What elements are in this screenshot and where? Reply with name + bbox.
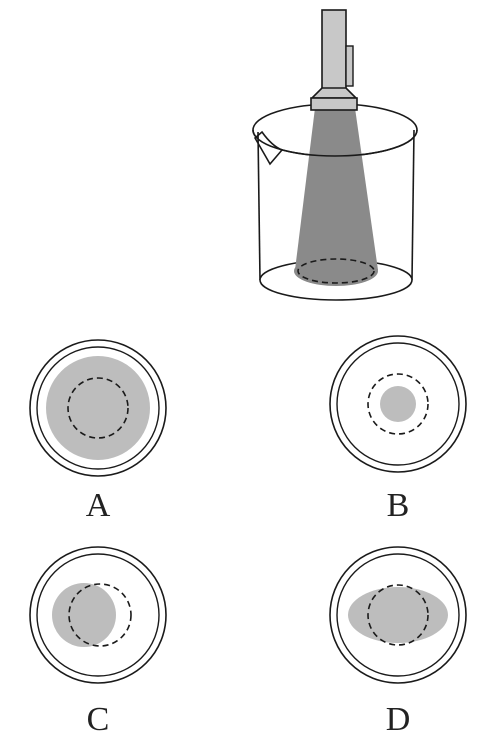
option-a-label: A bbox=[86, 487, 111, 524]
option-a-spot bbox=[46, 356, 150, 460]
option-c-label: C bbox=[87, 701, 110, 738]
flashlight-icon bbox=[310, 9, 358, 111]
option-c-inner-ring bbox=[36, 553, 160, 677]
option-b-inner-ring bbox=[336, 342, 460, 466]
option-b-spot bbox=[380, 386, 416, 422]
option-d-dashed-outline bbox=[367, 584, 429, 646]
option-a-inner-ring bbox=[36, 346, 160, 470]
option-b-dashed-outline bbox=[367, 373, 429, 435]
beam-spot bbox=[294, 256, 378, 286]
option-d: D bbox=[329, 546, 467, 738]
option-d-inner-ring bbox=[336, 553, 460, 677]
option-d-spot bbox=[348, 587, 448, 643]
option-b: B bbox=[329, 335, 467, 524]
light-beam bbox=[295, 108, 378, 270]
option-c-dashed-outline bbox=[68, 583, 132, 647]
beam-spot-outline bbox=[297, 258, 375, 284]
apparatus bbox=[252, 9, 418, 301]
option-c: C bbox=[29, 546, 167, 738]
option-b-label: B bbox=[387, 487, 410, 524]
option-c-spot bbox=[52, 583, 116, 647]
option-d-label: D bbox=[386, 701, 411, 738]
option-a-dashed-outline bbox=[67, 377, 129, 439]
option-a: A bbox=[29, 339, 167, 524]
